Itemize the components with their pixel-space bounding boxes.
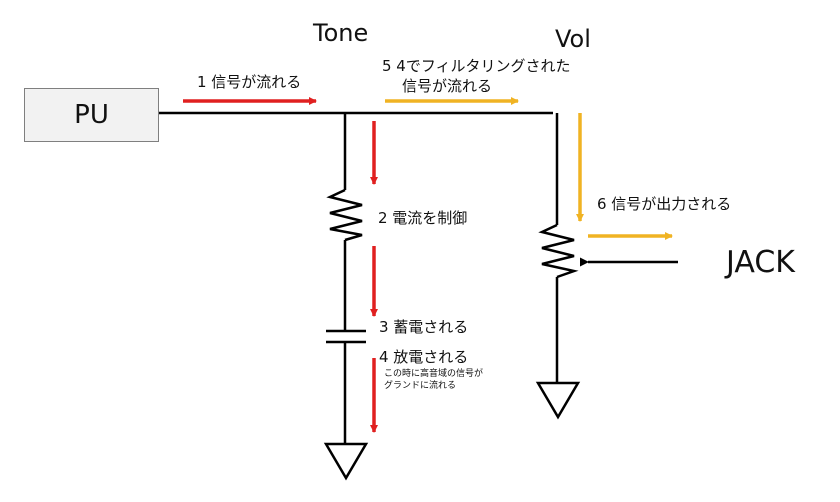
step-4-note-line1: この時に高音域の信号が xyxy=(384,369,484,379)
pickup-label: PU xyxy=(74,100,109,130)
vol-label: Vol xyxy=(555,25,591,53)
step-3-label: 3 蓄電される xyxy=(379,318,469,336)
step-5-label-line2: 信号が流れる xyxy=(402,77,493,95)
step-5-label-line1: 5 4でフィルタリングされた xyxy=(382,57,571,75)
step-4-label: 4 放電される xyxy=(379,348,469,366)
pickup-box: PU xyxy=(24,88,159,142)
step-4-note-line2: グランドに流れる xyxy=(384,381,457,391)
step-2-label: 2 電流を制御 xyxy=(378,209,468,227)
tone-resistor xyxy=(326,188,363,242)
jack-label: JACK xyxy=(726,245,795,280)
step-6-label: 6 信号が出力される xyxy=(597,195,732,213)
tone-ground-symbol xyxy=(323,442,369,481)
tone-label: Tone xyxy=(313,19,369,47)
step-1-label: 1 信号が流れる xyxy=(197,73,302,91)
vol-ground-symbol xyxy=(535,381,581,420)
vol-potentiometer xyxy=(538,223,579,279)
